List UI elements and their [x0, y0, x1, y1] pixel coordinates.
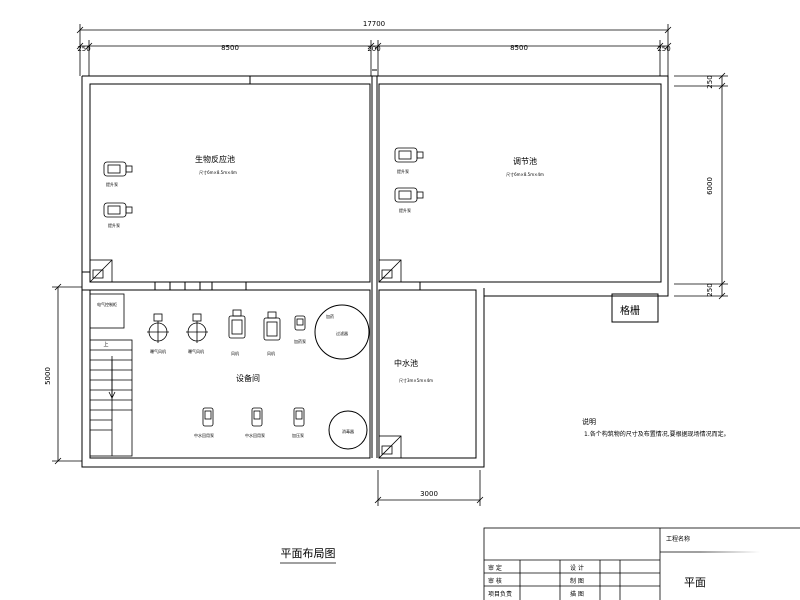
- notes-line-1: 1.各个构筑物的尺寸及布置情况,要根据现场情况而定。: [584, 430, 730, 438]
- control-cabinet-label: 电气控制柜: [97, 301, 117, 307]
- reuse-pump-icon: [202, 407, 214, 427]
- backwash-fan-icon: [228, 309, 246, 339]
- booster-pump-label: 加压泵: [292, 432, 304, 438]
- dim-left-lower-height: 5000: [44, 367, 52, 385]
- dim-mid-wall: 200: [367, 45, 380, 53]
- room-label-intermediate: 中水池: [394, 358, 418, 368]
- top-dimension-chain: [76, 24, 672, 76]
- title-block-designed: 设 计: [570, 564, 584, 572]
- room-spec-intermediate: 尺寸3m×5m×4m: [399, 377, 433, 383]
- filter-tank-label-1: 过滤器: [336, 330, 348, 336]
- title-block-drawn: 制 图: [570, 577, 584, 585]
- title-block: [483, 527, 800, 600]
- dim-total-width: 17700: [363, 20, 385, 28]
- lift-pump-label-1: 提升泵: [106, 181, 118, 187]
- title-block-project-lead: 项目负责: [488, 590, 512, 598]
- dosing-device-label: 加药: [326, 313, 334, 319]
- filter-tank-circle: [314, 304, 370, 360]
- dim-left-span: 8500: [221, 44, 239, 52]
- title-block-project-name: 工程名称: [666, 535, 690, 543]
- dim-right-height: 6000: [706, 177, 714, 195]
- reuse-pump-label-2: 中水回用泵: [245, 432, 265, 438]
- drawing-title: 平面布局图: [281, 547, 336, 560]
- aeration-fan-icon: [186, 313, 208, 343]
- notes-title: 说明: [582, 417, 596, 426]
- sump-pit-intermediate: [378, 435, 402, 459]
- dim-tank-width: 3000: [420, 490, 438, 498]
- reuse-pump-icon: [251, 407, 263, 427]
- backwash-fan-label-1: 风机: [231, 350, 239, 356]
- title-block-approved: 审 定: [488, 564, 502, 572]
- room-spec-equalization: 尺寸6m×8.5m×4m: [506, 171, 544, 177]
- lift-pump-icon: [103, 202, 133, 218]
- title-block-traced: 描 图: [570, 590, 584, 598]
- title-block-reviewed: 审 核: [488, 577, 502, 585]
- room-spec-bio-tank: 尺寸6m×8.5m×4m: [199, 169, 237, 175]
- dosing-pump-icon: [294, 315, 306, 331]
- sump-pit-bio: [89, 259, 113, 283]
- reuse-pump-label-1: 中水回用泵: [194, 432, 214, 438]
- sump-pit-equalization: [378, 259, 402, 283]
- aeration-fan-label-1: 曝气风机: [150, 348, 166, 354]
- grille-label: 格栅: [620, 304, 640, 317]
- equalization-pump-icon: [394, 147, 424, 163]
- dim-right-wall: 250: [657, 45, 670, 53]
- room-label-equalization: 调节池: [513, 156, 537, 166]
- backwash-fan-label-2: 风机: [267, 350, 275, 356]
- control-cabinet-box: [89, 293, 125, 329]
- equalization-pump-label-2: 提升泵: [399, 207, 411, 213]
- building-walls: [81, 69, 669, 468]
- aeration-fan-label-2: 曝气风机: [188, 348, 204, 354]
- backwash-fan-icon: [263, 311, 281, 341]
- bottom-dimension-chain: [374, 470, 484, 506]
- stair-up-label: 上: [103, 341, 108, 348]
- title-block-drawing-name: 平面: [684, 576, 706, 589]
- grille-box: [611, 293, 659, 323]
- room-label-bio-tank: 生物反应池: [195, 154, 235, 164]
- staircase: [89, 339, 133, 457]
- aeration-fan-icon: [147, 313, 169, 343]
- disinfector-tank-circle: [328, 410, 368, 450]
- equalization-pump-label-1: 提升泵: [397, 168, 409, 174]
- booster-pump-icon: [293, 407, 305, 427]
- filter-tank-label-2: 消毒器: [342, 428, 354, 434]
- dim-right-lower-wall: 250: [706, 283, 714, 296]
- dim-right-upper-wall: 250: [706, 75, 714, 88]
- left-dimension-chain: [52, 283, 82, 465]
- lift-pump-label-2: 提升泵: [108, 222, 120, 228]
- room-label-equipment: 设备间: [236, 373, 260, 383]
- right-dimension-chain: [674, 72, 728, 300]
- dosing-pump-label-1: 加药泵: [294, 338, 306, 344]
- equalization-pump-icon: [394, 187, 424, 203]
- lift-pump-icon: [103, 161, 133, 177]
- dim-left-wall: 250: [77, 45, 90, 53]
- dim-right-span: 8500: [510, 44, 528, 52]
